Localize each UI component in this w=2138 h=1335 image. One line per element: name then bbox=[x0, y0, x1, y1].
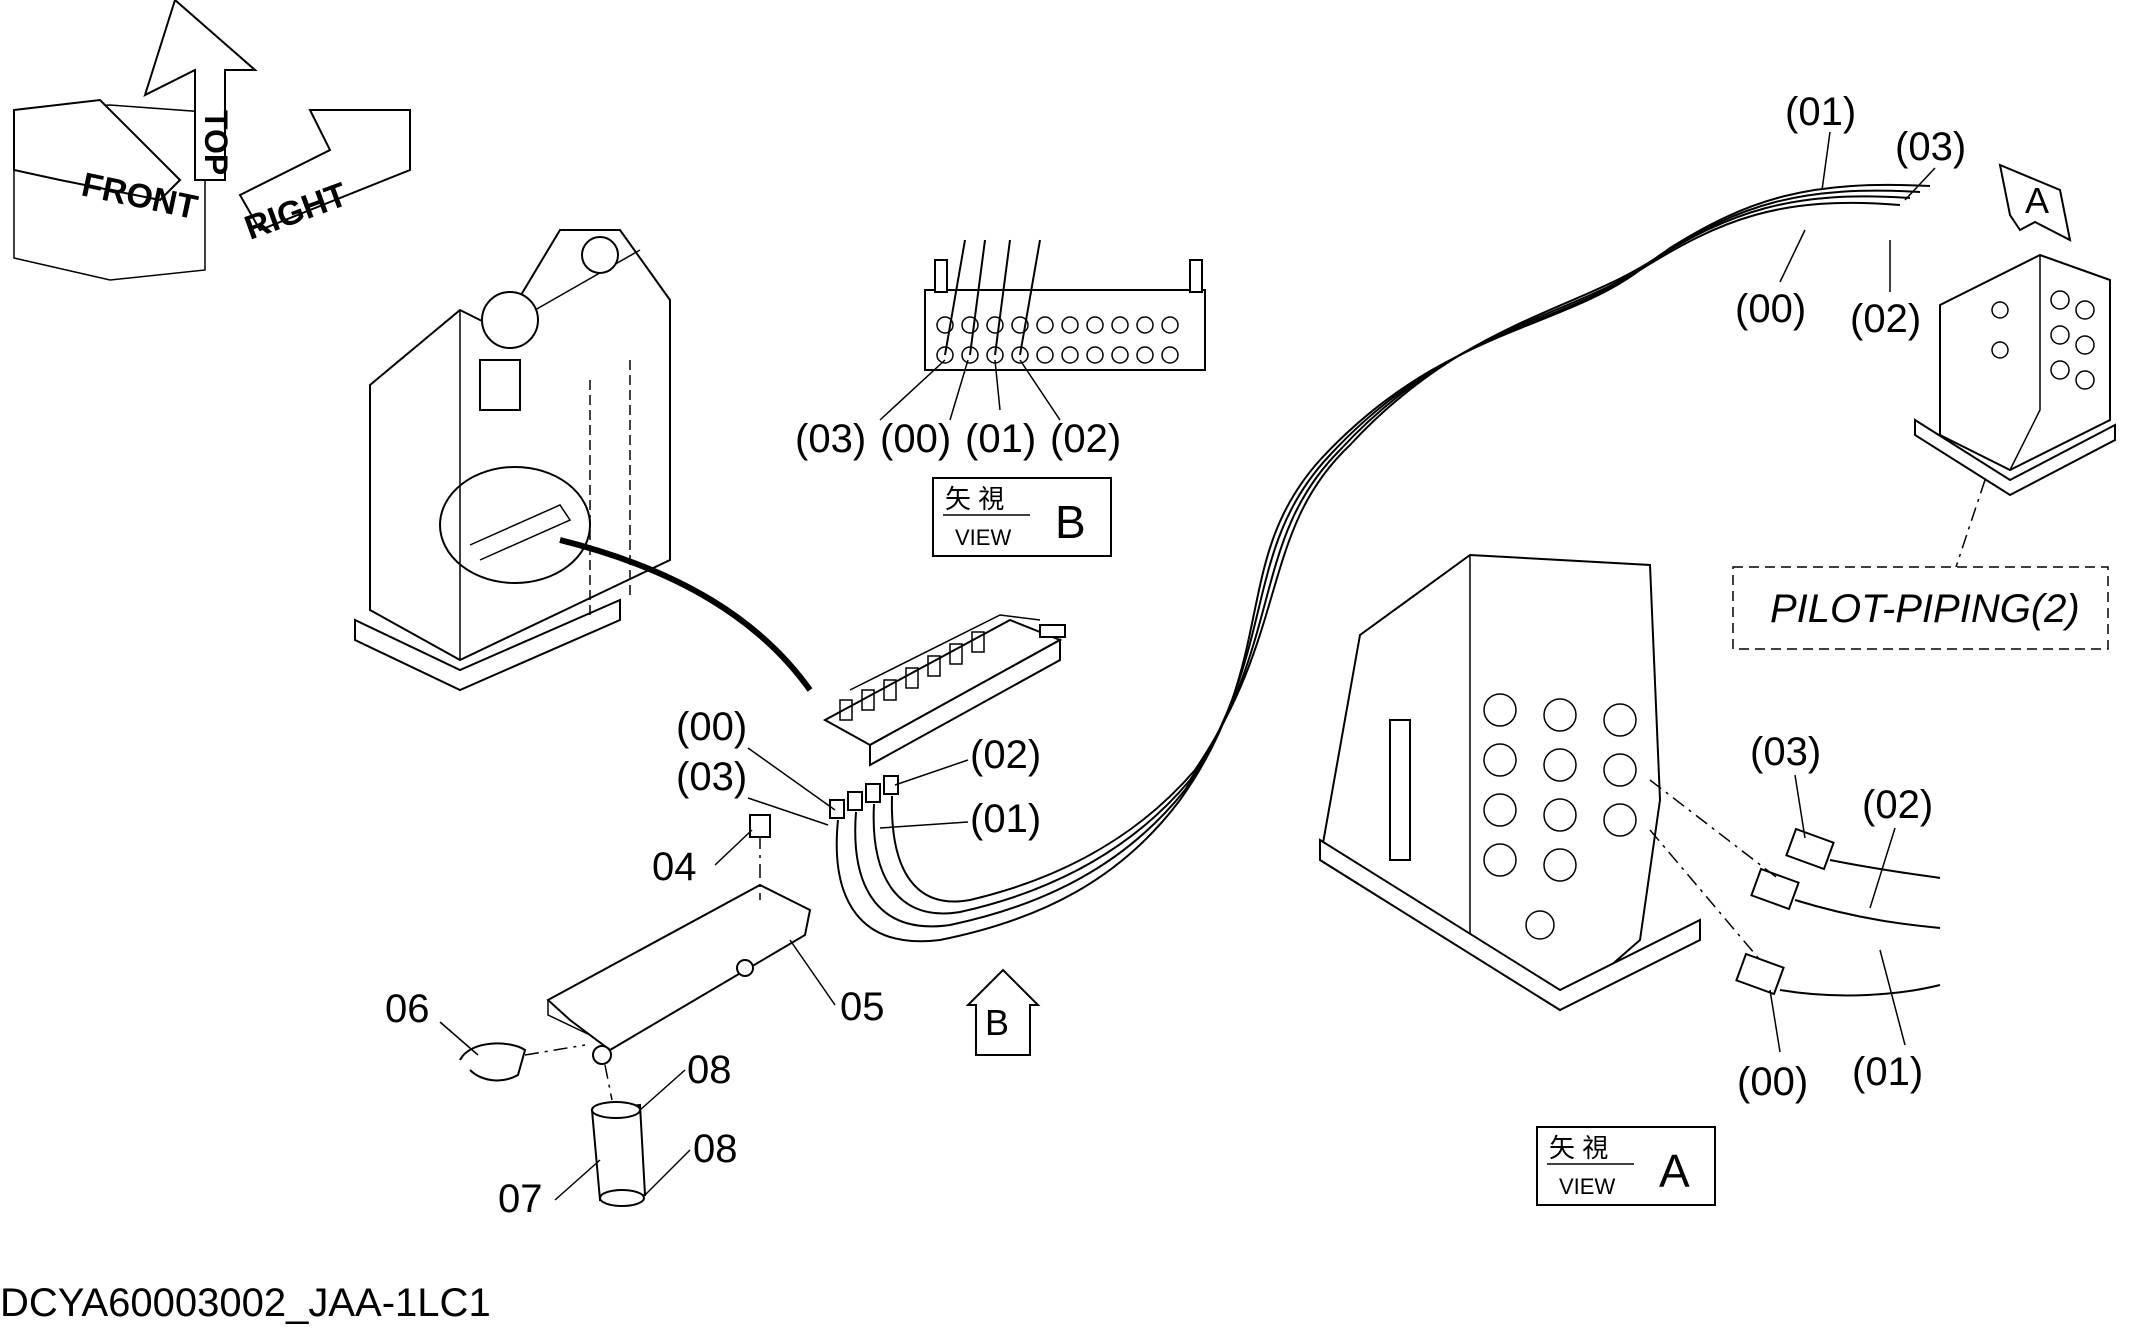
callout-view-b-02: (02) bbox=[1050, 417, 1121, 461]
pilot-piping-label: PILOT-PIPING(2) bbox=[1770, 587, 2080, 631]
view-a-arrow: A bbox=[1998, 163, 2072, 242]
pilot-hoses bbox=[835, 183, 1931, 943]
callout-valve-02: (02) bbox=[1862, 783, 1933, 827]
part-05: 05 bbox=[840, 985, 885, 1029]
view-b-arrow: B bbox=[965, 968, 1041, 1056]
view-a-arrow-letter: A bbox=[2025, 180, 2049, 221]
callout-bracket-00: (00) bbox=[676, 705, 747, 749]
bracket-callouts: (00) (03) (02) (01) bbox=[676, 705, 1041, 841]
part-07: 07 bbox=[498, 1177, 543, 1221]
callout-bracket-01: (01) bbox=[970, 797, 1041, 841]
part-06: 06 bbox=[385, 987, 430, 1031]
callout-top-00: (00) bbox=[1735, 287, 1806, 331]
view-a-en-label: VIEW bbox=[1559, 1174, 1615, 1199]
view-b-en-label: VIEW bbox=[955, 525, 1011, 550]
view-b-arrow-letter: B bbox=[985, 1002, 1009, 1043]
drawing-code: DCYA60003002_JAA-1LC1 bbox=[0, 1281, 491, 1325]
callout-view-b-03: (03) bbox=[795, 417, 866, 461]
callout-view-b-00: (00) bbox=[880, 417, 951, 461]
valve-bracket bbox=[822, 614, 1066, 819]
callout-top-02: (02) bbox=[1850, 297, 1921, 341]
control-valve bbox=[1318, 553, 1941, 1012]
callout-valve-03: (03) bbox=[1750, 730, 1821, 774]
part-number-callouts: 04 05 06 07 08 08 bbox=[385, 829, 885, 1221]
pilot-piping-reference: PILOT-PIPING(2) bbox=[1732, 566, 2109, 650]
pilot-block bbox=[1914, 253, 2116, 571]
view-b-jp-label: 矢 視 bbox=[945, 484, 1004, 514]
orientation-symbol: FRONT TOP RIGHT bbox=[13, 0, 411, 281]
part-08-lower: 08 bbox=[693, 1127, 738, 1171]
callout-bracket-03: (03) bbox=[676, 755, 747, 799]
view-b-callouts: (03) (00) (01) (02) bbox=[795, 417, 1121, 461]
callout-valve-00: (00) bbox=[1737, 1060, 1808, 1104]
view-b-detail bbox=[879, 239, 1206, 421]
view-a-letter: A bbox=[1659, 1145, 1690, 1197]
view-a-box: 矢 視 VIEW A bbox=[1536, 1126, 1716, 1206]
callout-bracket-02: (02) bbox=[970, 733, 1041, 777]
machine-frame bbox=[354, 229, 671, 692]
part-08-upper: 08 bbox=[687, 1048, 732, 1092]
view-b-box: 矢 視 VIEW B bbox=[932, 477, 1112, 557]
view-b-letter: B bbox=[1055, 496, 1086, 548]
callout-valve-01: (01) bbox=[1852, 1050, 1923, 1094]
top-right-callouts: (01) (03) (00) (02) bbox=[1735, 90, 1966, 341]
callout-top-03: (03) bbox=[1895, 125, 1966, 169]
callout-view-b-01: (01) bbox=[965, 417, 1036, 461]
callout-top-01: (01) bbox=[1785, 90, 1856, 134]
top-label: TOP bbox=[198, 110, 234, 175]
mounting-plate bbox=[459, 814, 812, 1207]
part-04: 04 bbox=[652, 845, 697, 889]
view-a-jp-label: 矢 視 bbox=[1549, 1133, 1608, 1163]
valve-callouts: (03) (02) (00) (01) bbox=[1737, 730, 1933, 1104]
